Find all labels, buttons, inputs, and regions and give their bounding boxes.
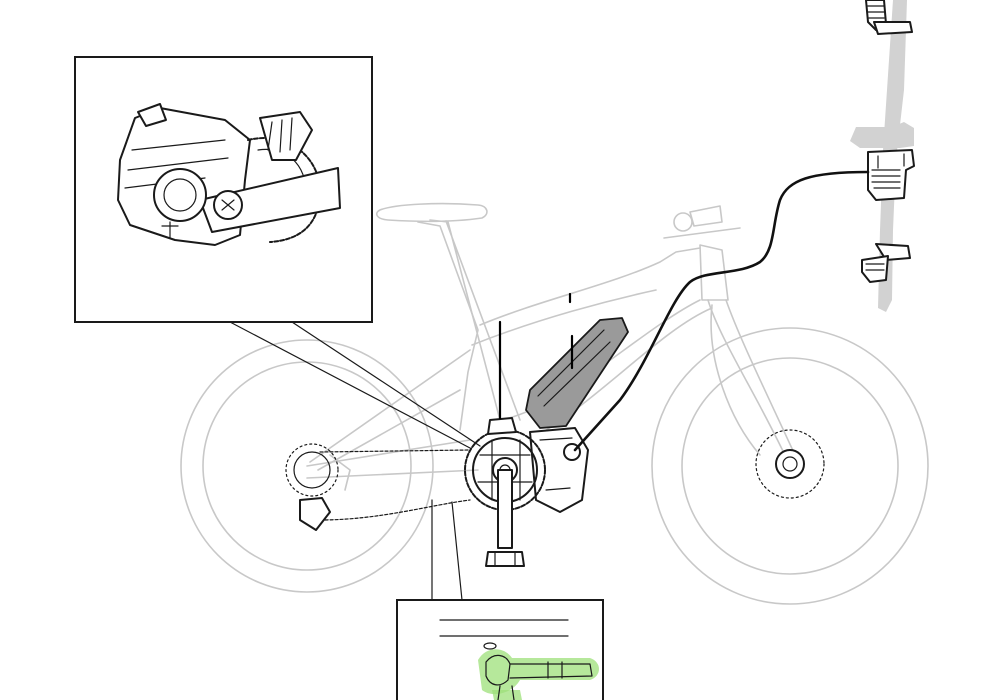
sensor-detail-callout — [396, 499, 604, 700]
shifter-top-icon — [865, 0, 913, 35]
bike-frame — [306, 202, 801, 521]
saddle — [375, 202, 488, 223]
battery-pack-icon — [525, 292, 629, 429]
stem — [850, 122, 914, 148]
drive-unit-detail-callout — [74, 56, 481, 449]
chain — [319, 449, 471, 521]
electric-cable — [573, 170, 870, 452]
front-wheel — [651, 327, 929, 605]
brake-lever-icon — [861, 243, 911, 283]
pedal — [485, 551, 525, 567]
drive-unit-icon — [464, 320, 589, 567]
crank-arm — [497, 469, 513, 549]
handlebar-assembly — [850, 0, 915, 312]
speed-sensor-magnet-icon — [285, 443, 339, 531]
front-hub — [755, 429, 825, 499]
speed-sensor-highlight-icon — [478, 649, 599, 700]
assist-switch-icon — [867, 149, 915, 201]
drive-unit-closeup-icon — [117, 103, 341, 246]
